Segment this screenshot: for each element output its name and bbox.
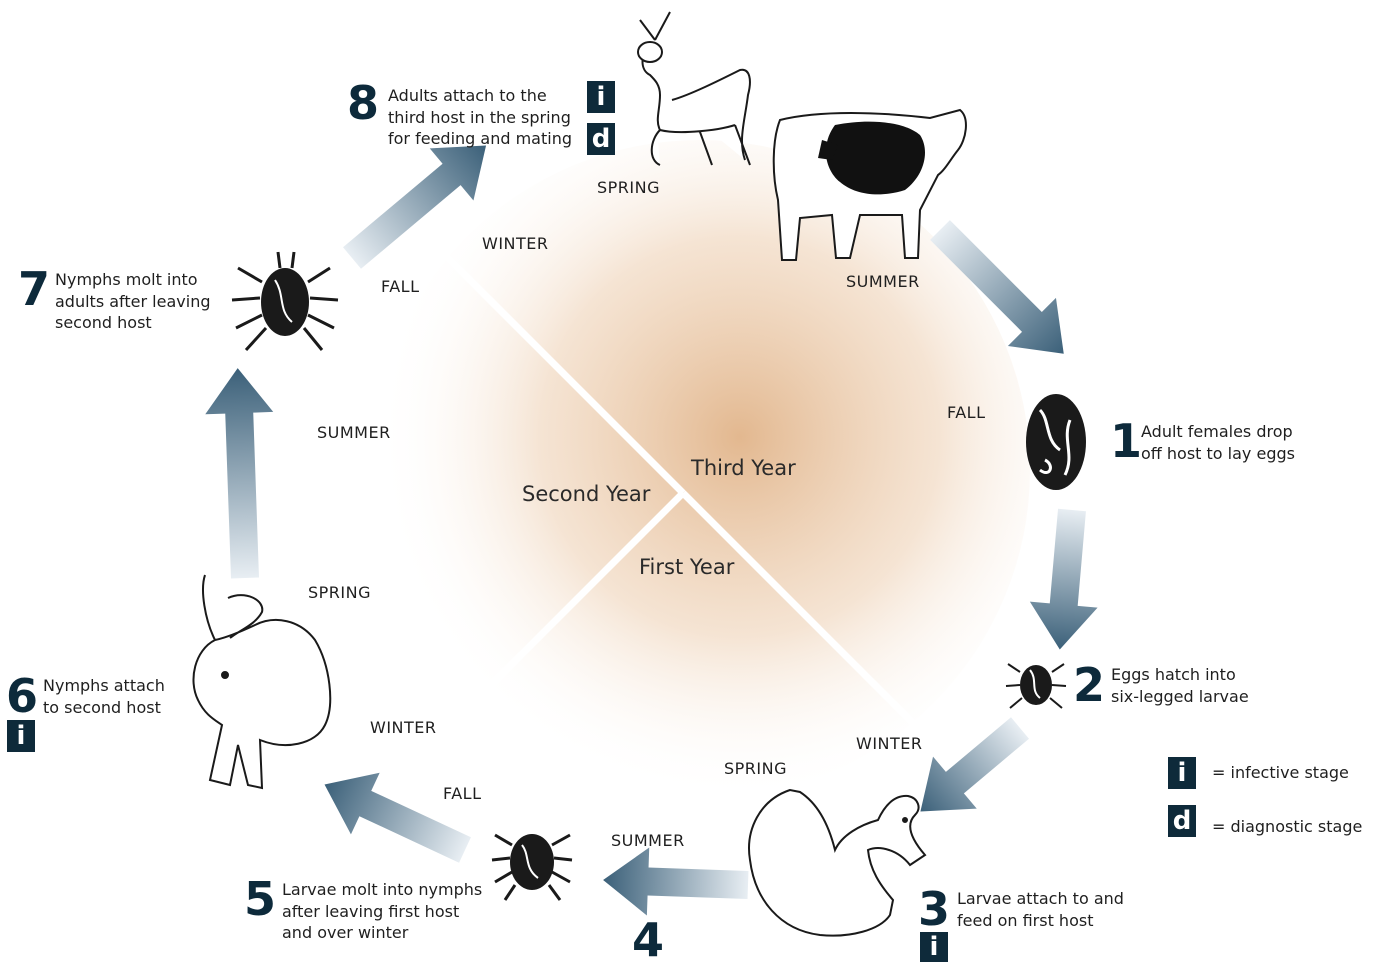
stage-8-diagnostic-badge: d: [587, 123, 615, 155]
stage-number-7: 7: [18, 266, 50, 312]
season-winter-top: WINTER: [482, 234, 549, 253]
stage-6-infective-badge: i: [7, 720, 35, 752]
stage-number-8: 8: [347, 80, 379, 126]
stage-number-4: 4: [632, 917, 664, 963]
stage-text-8: Adults attach to the third host in the s…: [388, 85, 572, 150]
stage-text-2: Eggs hatch into six-legged larvae: [1111, 664, 1249, 707]
adult-tick-icon: [232, 252, 338, 350]
stage-text-3: Larvae attach to and feed on first host: [957, 888, 1124, 931]
season-fall-right: FALL: [947, 403, 986, 422]
stage-number-1: 1: [1110, 418, 1142, 464]
nymph-tick-icon: [492, 834, 572, 900]
year-label-first: First Year: [639, 555, 734, 579]
legend-diagnostic-text: = diagnostic stage: [1212, 817, 1362, 836]
stage-text-1: Adult females drop off host to lay eggs: [1141, 421, 1295, 464]
stage-number-6: 6: [6, 673, 38, 719]
season-summer-left: SUMMER: [317, 423, 391, 442]
year-label-second: Second Year: [522, 482, 650, 506]
arrow-stage1-to-stage2: [1026, 507, 1106, 652]
season-summer-top: SUMMER: [846, 272, 920, 291]
stage-text-6: Nymphs attach to second host: [43, 675, 165, 718]
stage-3-infective-badge: i: [920, 932, 948, 962]
arrow-stage3-to-stage4: [602, 846, 749, 919]
season-fall-bottom: FALL: [443, 784, 482, 803]
season-spring-bottom: SPRING: [724, 759, 787, 778]
season-fall-top-left: FALL: [381, 277, 420, 296]
stage-number-3: 3: [918, 886, 950, 932]
adult-female-tick-icon: [1026, 394, 1086, 490]
season-winter-bottom: WINTER: [856, 734, 923, 753]
squirrel-icon: [749, 790, 925, 936]
season-spring-top: SPRING: [597, 178, 660, 197]
stage-number-5: 5: [244, 876, 276, 922]
legend-diagnostic-badge: d: [1168, 805, 1196, 837]
stage-text-5: Larvae molt into nymphs after leaving fi…: [282, 879, 482, 944]
season-winter-left: WINTER: [370, 718, 437, 737]
rabbit-icon: [193, 575, 330, 788]
stage-number-2: 2: [1073, 662, 1105, 708]
arrow-stage5-to-stage6: [310, 754, 479, 881]
season-spring-left: SPRING: [308, 583, 371, 602]
year-label-third: Third Year: [691, 456, 796, 480]
stage-8-infective-badge: i: [587, 81, 615, 113]
season-summer-bottom: SUMMER: [611, 831, 685, 850]
legend-infective-text: = infective stage: [1212, 763, 1349, 782]
stage-text-7: Nymphs molt into adults after leaving se…: [55, 269, 210, 334]
legend-infective-badge: i: [1168, 757, 1196, 789]
larva-tick-icon: [1006, 664, 1066, 708]
arrow-stage2-to-stage3: [899, 702, 1042, 838]
arrow-stage6-to-stage7: [204, 367, 279, 579]
